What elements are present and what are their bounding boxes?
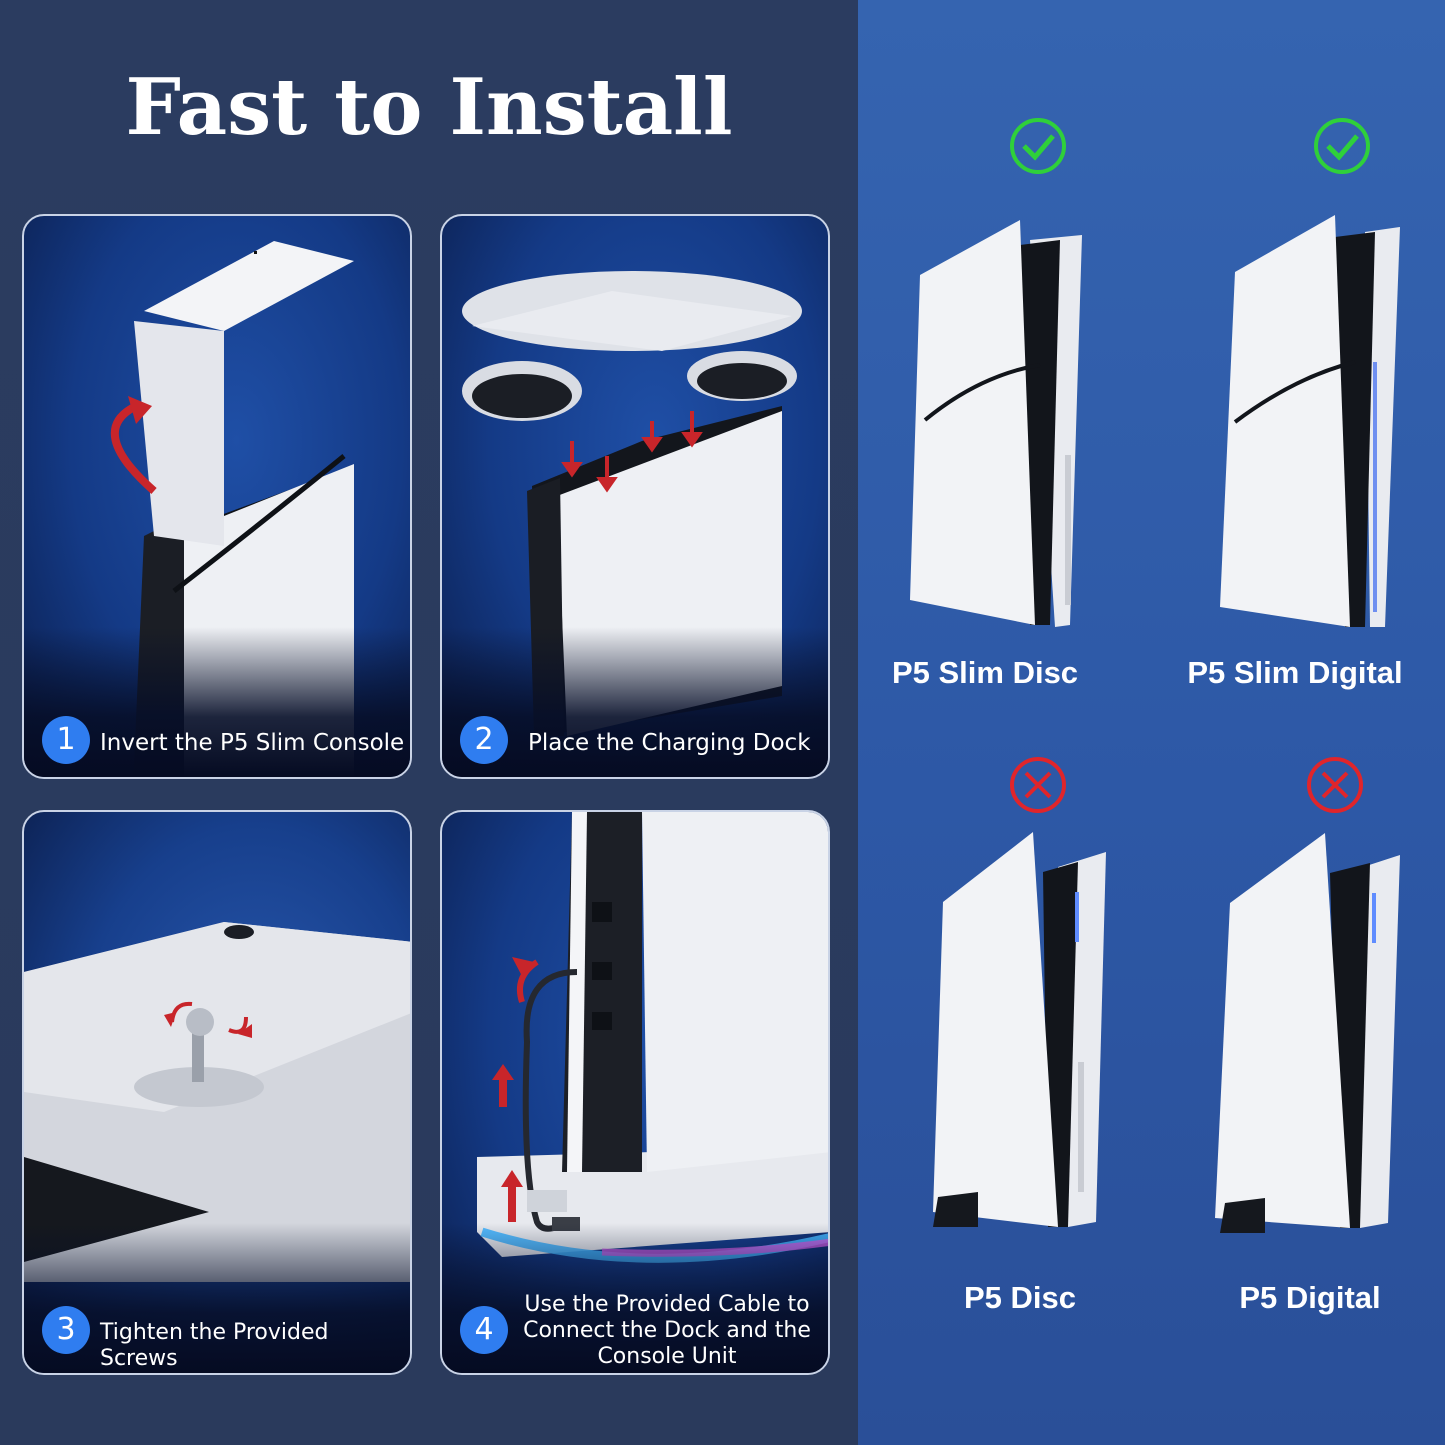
compat-label-slim-disc: P5 Slim Disc	[891, 655, 1079, 690]
step-number-4: 4	[460, 1306, 508, 1354]
step-label-4-line-1: Use the Provided Cable to	[524, 1292, 810, 1317]
step-label-4-line-3: Console Unit	[597, 1344, 737, 1369]
step-card-1: 1 Invert the P5 Slim Console	[22, 214, 412, 779]
page-title: Fast to Install	[125, 62, 733, 153]
card-fade	[442, 627, 828, 777]
cross-icon	[1010, 757, 1066, 813]
p5-disc-image	[933, 832, 1106, 1227]
check-icon	[1314, 118, 1370, 174]
step-number-1: 1	[42, 716, 90, 764]
compat-label-digital: P5 Digital	[1239, 1280, 1381, 1315]
step-label-3: Tighten the Provided Screws	[100, 1320, 329, 1371]
card-fade	[442, 1223, 828, 1373]
step-card-3: 3 Tighten the Provided Screws	[22, 810, 412, 1375]
step-card-2: 2 Place the Charging Dock	[440, 214, 830, 779]
step-label-4: Use the Provided Cable to Connect the Do…	[512, 1292, 822, 1370]
cross-icon	[1307, 757, 1363, 813]
step-number-2: 2	[460, 716, 508, 764]
compat-label-slim-digital: P5 Slim Digital	[1187, 655, 1403, 690]
compat-label-disc: P5 Disc	[963, 1280, 1076, 1315]
p5-slim-digital-image	[1220, 215, 1400, 627]
card-fade	[24, 627, 410, 777]
step-card-4: 4 Use the Provided Cable to Connect the …	[440, 810, 830, 1375]
step-number-3: 3	[42, 1306, 90, 1354]
card-fade	[24, 1223, 410, 1373]
p5-digital-image	[1215, 833, 1400, 1233]
check-icon	[1010, 118, 1066, 174]
p5-slim-disc-image	[910, 220, 1082, 627]
step-label-1: Invert the P5 Slim Console	[100, 730, 405, 756]
step-3-illustration	[24, 922, 410, 1282]
step-label-4-line-2: Connect the Dock and the	[523, 1318, 811, 1343]
step-label-2: Place the Charging Dock	[528, 730, 811, 756]
